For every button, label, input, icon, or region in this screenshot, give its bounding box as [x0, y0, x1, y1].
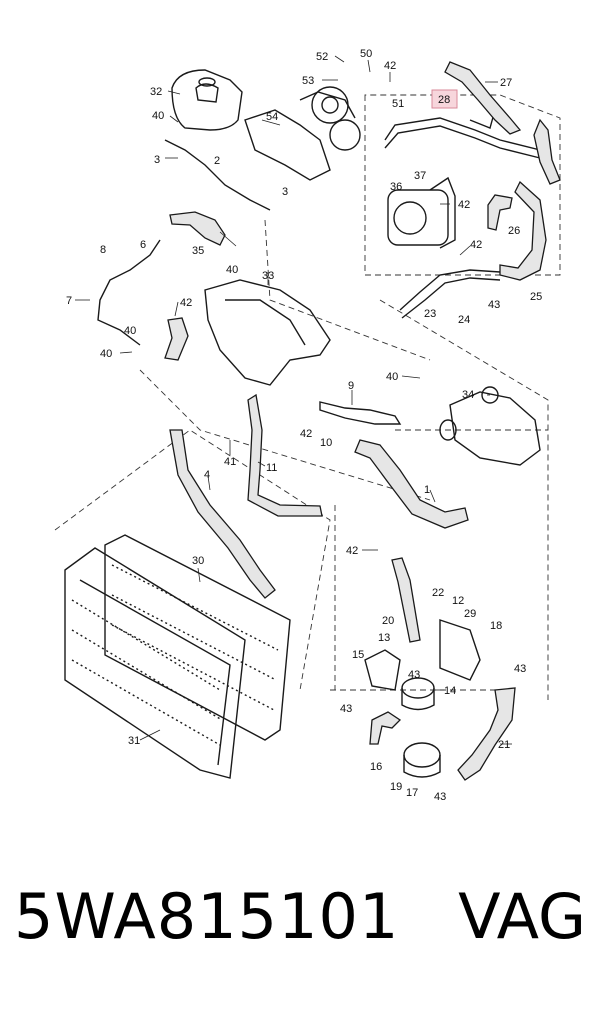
- condenser: [104, 534, 291, 741]
- assembly-outline-thermostat: [379, 299, 549, 700]
- assembly-outline-turbo: [364, 94, 561, 276]
- coolant-hose-11: [247, 393, 323, 517]
- callout-27: 27: [500, 77, 512, 89]
- turbocharger: [244, 86, 361, 181]
- callout-7: 7: [66, 295, 72, 307]
- coolant-hose-20: [391, 557, 421, 643]
- callout-30: 30: [192, 555, 204, 567]
- callout-2: 2: [214, 155, 220, 167]
- callout-11: 11: [266, 462, 277, 474]
- callout-29: 29: [464, 608, 476, 620]
- callout-labels: 52 50 42 53 51 28 27 32 40 54 3 2 37 36 …: [66, 48, 542, 803]
- electric-coolant-pump: [387, 176, 456, 249]
- turbo-coolant-pipe: [384, 109, 556, 169]
- radiator: [64, 547, 246, 779]
- callout-14: 14: [444, 685, 456, 697]
- callout-36: 36: [390, 181, 402, 193]
- callout-9: 9: [348, 380, 354, 392]
- coolant-hose-25: [499, 180, 547, 281]
- callout-51: 51: [392, 98, 404, 110]
- coolant-pipe-23: [399, 269, 501, 319]
- coolant-hose-right-top: [533, 118, 561, 185]
- coolant-hose-21: [457, 687, 516, 781]
- callout-22: 22: [432, 587, 444, 599]
- callout-17: 17: [406, 787, 418, 799]
- callout-43: 43: [340, 703, 352, 715]
- assembly-outline-left: [139, 219, 431, 501]
- assembly-outline-pump: [330, 505, 500, 691]
- callout-16: 16: [370, 761, 382, 773]
- callout-4: 4: [204, 469, 210, 481]
- callout-40: 40: [226, 264, 238, 276]
- callout-18: 18: [490, 620, 502, 632]
- sensor-connector-9: [319, 401, 402, 425]
- callout-19: 19: [390, 781, 402, 793]
- coolant-hose-27: [444, 61, 522, 135]
- callout-40: 40: [100, 348, 112, 360]
- footer: 5WA815101 VAG: [0, 880, 600, 1000]
- highlight-box-28: [431, 89, 458, 109]
- callout-43: 43: [514, 663, 526, 675]
- coolant-hose-35: [169, 211, 226, 246]
- callout-50: 50: [360, 48, 372, 60]
- callout-43: 43: [488, 299, 500, 311]
- brand-label: VAG: [458, 880, 586, 953]
- auxiliary-coolant-pump-17: [403, 742, 441, 778]
- callout-23: 23: [424, 308, 436, 320]
- callout-37: 37: [414, 170, 426, 182]
- part-number: 5WA815101: [14, 880, 400, 953]
- callout-42: 42: [346, 545, 358, 557]
- callout-52: 52: [316, 51, 328, 63]
- callout-42: 42: [180, 297, 192, 309]
- callout-6: 6: [140, 239, 146, 251]
- coolant-manifold: [204, 279, 331, 386]
- coolant-expansion-tank: [171, 69, 243, 131]
- callout-31: 31: [128, 735, 140, 747]
- callout-13: 13: [378, 632, 390, 644]
- callout-40: 40: [386, 371, 398, 383]
- callout-26: 26: [508, 225, 520, 237]
- coolant-line-2: [164, 139, 271, 211]
- callout-40: 40: [124, 325, 136, 337]
- callout-20: 20: [382, 615, 394, 627]
- callout-1: 1: [424, 484, 430, 496]
- callout-41: 41: [224, 456, 236, 468]
- callout-34: 34: [462, 389, 474, 401]
- leader-lines: [75, 55, 512, 745]
- callout-21: 21: [498, 739, 510, 751]
- callout-43: 43: [434, 791, 446, 803]
- auxiliary-coolant-pump-14: [401, 677, 435, 711]
- callout-3: 3: [282, 186, 288, 198]
- callout-24: 24: [458, 314, 470, 326]
- callout-43: 43: [408, 669, 420, 681]
- callout-53: 53: [302, 75, 314, 87]
- callout-40: 40: [152, 110, 164, 122]
- mounting-bracket-12: [439, 619, 481, 681]
- callout-54: 54: [266, 111, 278, 123]
- callout-15: 15: [352, 649, 364, 661]
- coolant-hose-small-left: [164, 317, 189, 361]
- coolant-hose-1: [354, 439, 469, 529]
- callout-42: 42: [458, 199, 470, 211]
- callout-25: 25: [530, 291, 542, 303]
- callout-42: 42: [470, 239, 482, 251]
- callout-33: 33: [262, 270, 274, 282]
- callout-10: 10: [320, 437, 332, 449]
- coolant-hose-16: [369, 711, 402, 745]
- callout-28-highlighted: 28: [438, 94, 450, 106]
- callout-12: 12: [452, 595, 464, 607]
- callout-32: 32: [150, 86, 162, 98]
- callout-3: 3: [154, 154, 160, 166]
- callout-42: 42: [384, 60, 396, 72]
- mounting-bracket-13: [364, 649, 401, 691]
- callout-8: 8: [100, 244, 106, 256]
- thermostat-housing: [439, 386, 541, 466]
- coolant-hose-26: [487, 194, 513, 231]
- coolant-line-6: [97, 239, 161, 346]
- callout-35: 35: [192, 245, 204, 257]
- cooling-system-exploded-diagram: 52 50 42 53 51 28 27 32 40 54 3 2 37 36 …: [54, 48, 561, 803]
- coolant-hose-4: [169, 429, 276, 599]
- callout-42: 42: [300, 428, 312, 440]
